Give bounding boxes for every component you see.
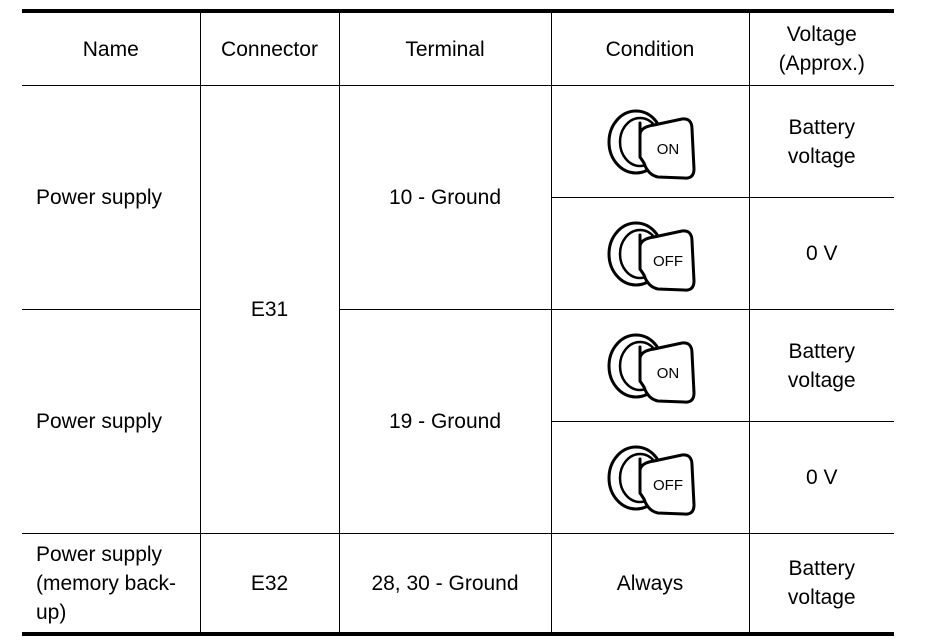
row2-terminal: 19 - Ground (338, 309, 552, 534)
key-off-label: OFF (653, 477, 683, 494)
table-row: OFF 0 V (22, 197, 894, 310)
header-terminal: Terminal (338, 10, 552, 86)
header-voltage-line2: (Approx.) (778, 52, 865, 75)
key-on-label: ON (657, 141, 680, 158)
name-line1: Power supply (36, 542, 163, 566)
table-header-row: Name Connector Terminal Condition Voltag… (22, 10, 894, 86)
row3-voltage: Battery voltage (748, 533, 894, 635)
ignition-key-on-icon: ON (607, 109, 696, 180)
ignition-key-on-icon: ON (607, 333, 696, 404)
row1-condition-off: OFF (550, 197, 750, 310)
row3-name: Power supply (memory back- up) (22, 533, 201, 635)
header-voltage-line1: Voltage (786, 23, 857, 46)
terminal-voltage-table: Name Connector Terminal Condition Voltag… (22, 9, 894, 636)
header-voltage: Voltage (Approx.) (748, 10, 894, 86)
voltage-line2: voltage (787, 368, 856, 392)
table-row: Power supply E31 10 - Ground ON Battery … (22, 85, 894, 534)
row1-name: Power supply (22, 85, 201, 310)
name-line2: (memory back- (36, 571, 177, 595)
voltage-line1: Battery (788, 115, 856, 139)
voltage-line2: voltage (787, 586, 856, 609)
key-on-label: ON (657, 365, 680, 382)
row2-voltage-off: 0 V (748, 421, 894, 534)
voltage-line2: voltage (787, 144, 856, 168)
row2-condition-off: OFF (550, 421, 750, 534)
name-line3: up) (36, 600, 67, 624)
row2-voltage-on: Battery voltage (748, 309, 894, 422)
row2-name: Power supply (22, 309, 201, 534)
row1-terminal: 10 - Ground (338, 85, 552, 310)
row1-condition-on: ON (550, 85, 750, 198)
table-row: Power supply (memory back- up) E32 28, 3… (22, 533, 894, 635)
ignition-key-off-icon: OFF (607, 445, 696, 516)
header-condition: Condition (550, 10, 750, 86)
row1-voltage-on: Battery voltage (748, 85, 894, 198)
table-row: OFF 0 V (22, 421, 894, 534)
row2-condition-on: ON (550, 309, 750, 422)
header-name: Name (22, 10, 201, 86)
header-connector: Connector (199, 10, 340, 86)
row3-condition: Always (550, 533, 750, 635)
shared-connector: E31 (199, 85, 340, 534)
row1-voltage-off: 0 V (748, 197, 894, 310)
ignition-key-off-icon: OFF (607, 221, 696, 292)
voltage-line1: Battery (788, 557, 856, 580)
table-row: Power supply 19 - Ground ON Battery volt… (22, 309, 894, 534)
row3-connector: E32 (199, 533, 340, 635)
row3-terminal: 28, 30 - Ground (338, 533, 552, 635)
key-off-label: OFF (653, 253, 683, 270)
voltage-line1: Battery (788, 339, 856, 363)
